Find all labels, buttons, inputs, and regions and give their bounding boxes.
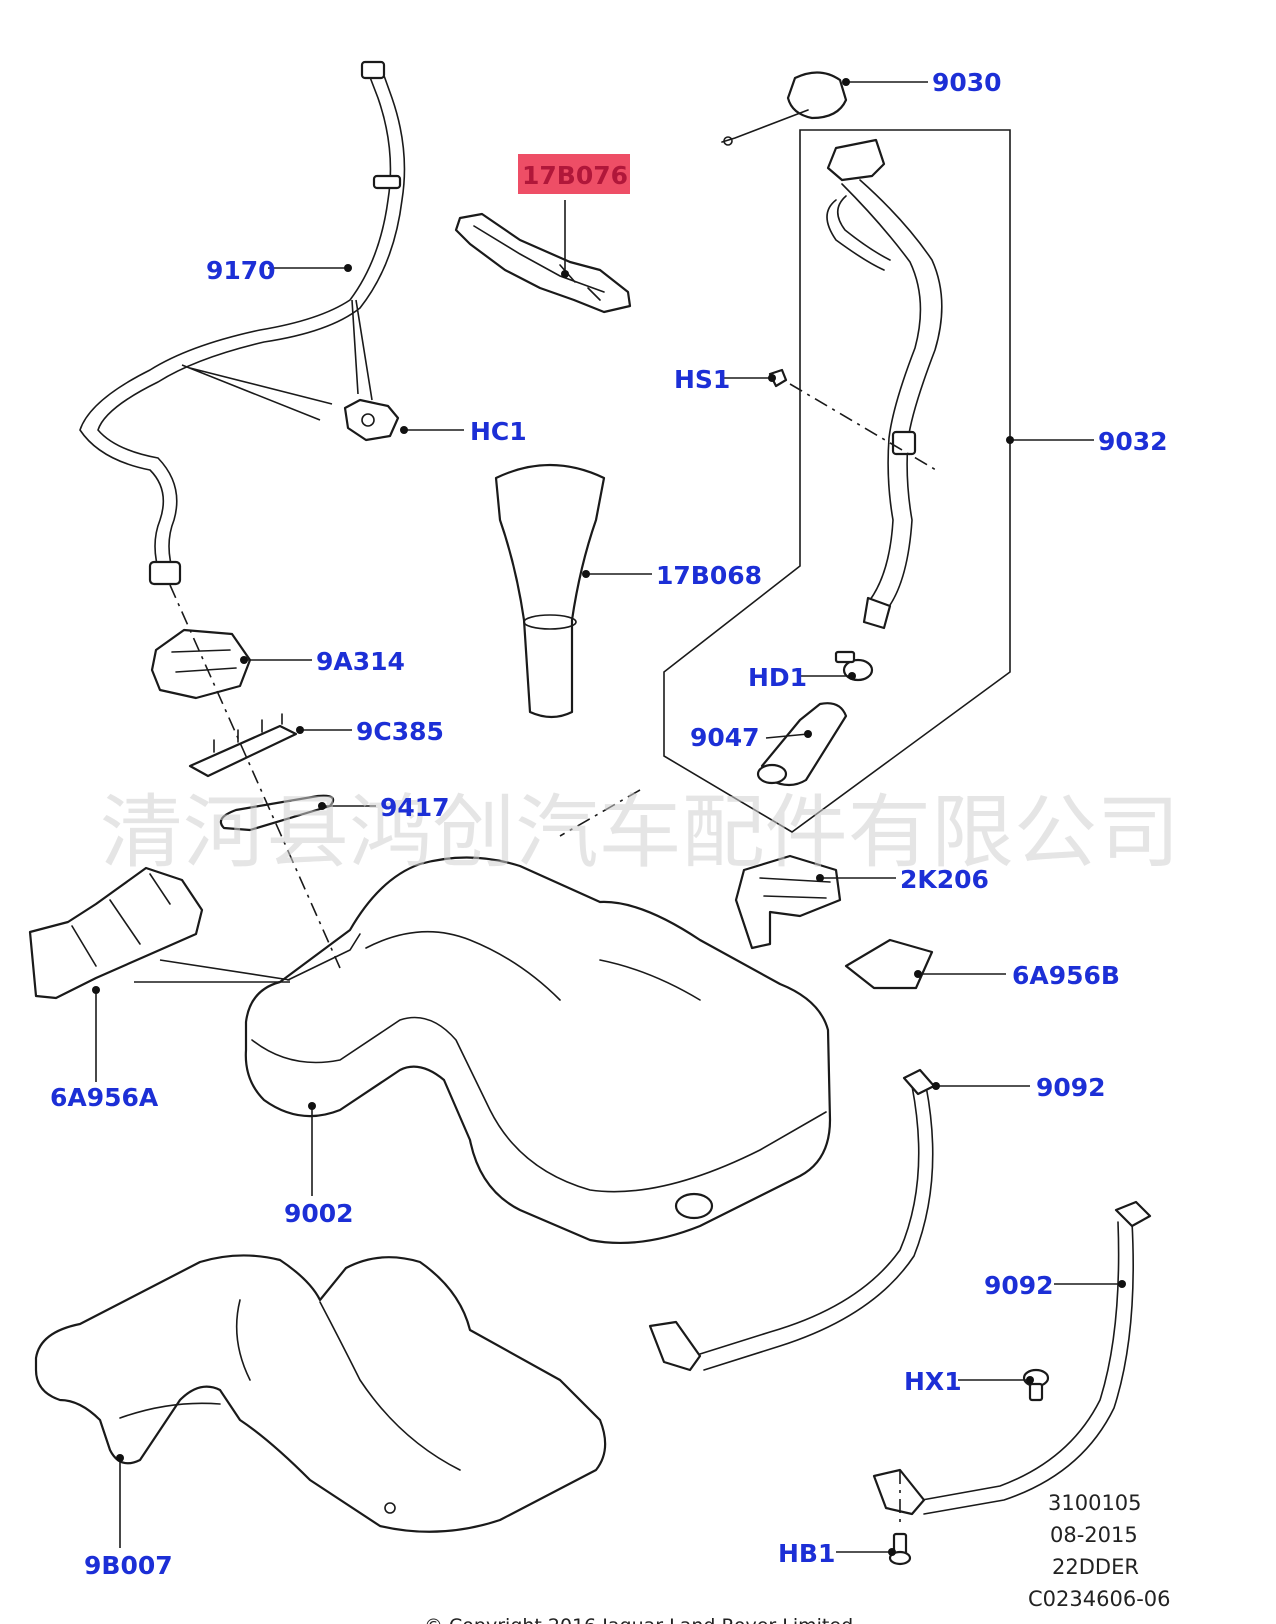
group-outline-9032 xyxy=(663,129,1011,833)
assembly-line-hs1 xyxy=(789,383,937,471)
pad-6A956B xyxy=(844,938,934,990)
fuel-cap-9030 xyxy=(721,71,848,146)
leader-lines xyxy=(95,81,1122,1553)
callout-2K206[interactable]: 2K206 xyxy=(900,865,989,894)
assembly-line-hose xyxy=(169,584,341,969)
callout-9B007[interactable]: 9B007 xyxy=(84,1551,173,1580)
meta-line-3: 22DDER xyxy=(1052,1555,1139,1579)
callout-9170[interactable]: 9170 xyxy=(206,256,276,285)
watermark-text: 清河县鸿创汽车配件有限公司 xyxy=(100,786,1180,879)
callout-6A956B[interactable]: 6A956B xyxy=(1012,961,1120,990)
callout-17B076[interactable]: 17B076 xyxy=(522,161,628,190)
bracket-2K206 xyxy=(734,854,842,950)
fastener-hx1 xyxy=(1022,1368,1050,1402)
callout-9A314[interactable]: 9A314 xyxy=(316,647,405,676)
callout-hc1[interactable]: HC1 xyxy=(470,417,527,446)
callout-9032[interactable]: 9032 xyxy=(1098,427,1168,456)
callout-9C385[interactable]: 9C385 xyxy=(356,717,444,746)
lower-shield-9B007 xyxy=(34,1254,607,1533)
callout-6A956A[interactable]: 6A956A xyxy=(50,1083,159,1112)
bolt-hb1 xyxy=(888,1532,912,1566)
copyright-text: © Copyright 2016 Jaguar Land Rover Limit… xyxy=(424,1615,853,1624)
leader-dots xyxy=(92,78,1126,1556)
callout-9030[interactable]: 9030 xyxy=(932,68,1002,97)
callout-9092-upper[interactable]: 9092 xyxy=(1036,1073,1106,1102)
gasket-9417 xyxy=(219,794,335,832)
callout-9047[interactable]: 9047 xyxy=(690,723,760,752)
meta-line-1: 3100105 xyxy=(1048,1491,1142,1515)
callout-hd1[interactable]: HD1 xyxy=(748,663,807,692)
clip-hc1 xyxy=(343,398,400,442)
callout-hb1[interactable]: HB1 xyxy=(778,1539,835,1568)
sender-unit-9A314 xyxy=(150,628,252,700)
callout-9417[interactable]: 9417 xyxy=(380,793,450,822)
meta-line-4: C0234606-06 xyxy=(1028,1587,1171,1611)
bracket-17B076 xyxy=(454,212,632,314)
strap-9092-upper xyxy=(648,1068,936,1372)
filler-neck-9032 xyxy=(826,138,943,630)
screw-hs1 xyxy=(768,368,788,388)
meta-line-2: 08-2015 xyxy=(1050,1523,1138,1547)
callout-9092-lower[interactable]: 9092 xyxy=(984,1271,1054,1300)
fuel-tank-9002 xyxy=(244,856,832,1245)
highlight-box-17B076 xyxy=(518,154,630,194)
hose-9047 xyxy=(756,702,848,787)
callout-9002[interactable]: 9002 xyxy=(284,1199,354,1228)
callout-hx1[interactable]: HX1 xyxy=(904,1367,962,1396)
callout-17B068[interactable]: 17B068 xyxy=(656,561,762,590)
callout-hs1[interactable]: HS1 xyxy=(674,365,730,394)
heat-shield-6A956A xyxy=(28,866,204,1000)
strap-9092-lower xyxy=(872,1200,1152,1516)
vent-hose-9170 xyxy=(79,60,406,586)
funnel-17B068 xyxy=(494,464,606,719)
seal-9C385 xyxy=(188,713,298,778)
